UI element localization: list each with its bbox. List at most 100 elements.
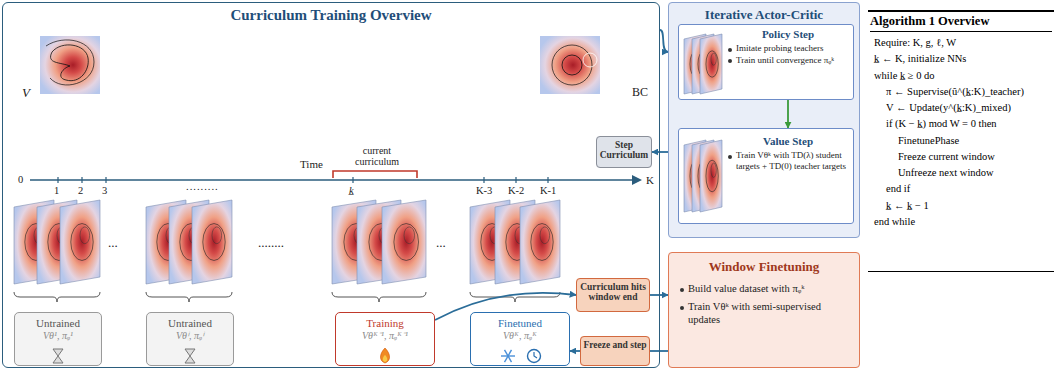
box-text: end if [870, 181, 1052, 197]
contour [706, 160, 718, 192]
time-axis [30, 179, 636, 181]
brace [146, 292, 232, 302]
heatmap-frame [520, 200, 560, 284]
status-box: UntrainedVθⁱ, πᵩⁱ [146, 312, 234, 366]
snowflake-icon [505, 350, 512, 362]
contour [552, 45, 592, 85]
box-text: end while [870, 214, 1052, 230]
box-text: Require: K, g, ℓ, W [870, 35, 1052, 51]
value-heatmap [40, 36, 100, 94]
bracket [333, 171, 417, 178]
node-fill [678, 128, 854, 224]
snowflake-icon [505, 350, 512, 362]
box-text: k̲ ← k̲ − 1 [870, 198, 1052, 214]
panel: Window FinetuningBuild value dataset wit… [668, 252, 860, 368]
axis-label: ......... [186, 181, 219, 193]
heatmap-frame [700, 140, 722, 212]
box-title: Training [338, 317, 432, 330]
box-title: Policy Step [727, 28, 849, 41]
bc-heatmap [540, 36, 600, 94]
box-title: Untrained [17, 317, 99, 330]
node-fill [668, 2, 860, 238]
contour [404, 227, 415, 244]
box-text: while k̲ ≥ 0 do [870, 68, 1052, 84]
box-text: Train until convergence πᵩᵏ [727, 55, 849, 66]
clock-icon [528, 350, 541, 363]
box-text: Unfreeze next window [870, 165, 1052, 181]
tick [515, 177, 516, 183]
axis-label: 0 [18, 174, 23, 186]
contour [711, 163, 716, 177]
tick [105, 177, 106, 183]
node-fill [470, 312, 570, 366]
box-title: Curriculum hits window end [579, 282, 647, 303]
step-box: Policy StepImitate probing teachersTrain… [678, 24, 854, 100]
heatmap-frame [60, 200, 100, 284]
contour [80, 227, 90, 244]
contour [531, 224, 553, 261]
status-box: UntrainedVθ¹, πᵩ¹ [14, 312, 102, 366]
box-text: FinetunePhase [870, 133, 1052, 149]
axis-label: 2 [78, 185, 83, 197]
tick [81, 177, 82, 183]
node-fill [596, 136, 652, 168]
contour [540, 227, 550, 244]
panel: Curriculum Training OverviewUntrainedVθ¹… [2, 2, 660, 368]
node-fill [678, 24, 854, 100]
connector [660, 30, 668, 52]
axis-label: 1 [54, 185, 59, 197]
contour [203, 224, 225, 261]
box-text: Train Vθᵏ with TD(λ) student targets + T… [727, 150, 849, 172]
box-title: Step Curriculum [599, 140, 649, 161]
axis-label: Time [300, 158, 323, 170]
connector [652, 151, 668, 153]
box-title: Curriculum Training Overview [3, 6, 659, 24]
box-text: Vθⁱ, πᵩⁱ [149, 330, 231, 342]
contour [706, 51, 718, 77]
hourglass-icon [53, 349, 63, 363]
contour [562, 55, 582, 75]
axis-label: k̲ [349, 185, 354, 197]
axis-label: V [22, 86, 30, 100]
connector [650, 350, 668, 352]
tick [352, 177, 353, 183]
panel: Iterative Actor-CriticPolicy StepImitate… [668, 2, 860, 238]
box-title: Finetuned [473, 317, 567, 330]
connector [787, 100, 789, 128]
contour [212, 227, 222, 244]
status-box: TrainingVθᴷ⁻¹, πᵩᴷ⁻¹ [335, 312, 435, 366]
axis-label: current curriculum [345, 145, 409, 167]
contour [71, 224, 93, 261]
clock-icon [534, 352, 537, 358]
connector [650, 294, 668, 296]
box-text: k̲ ← K, initialize NNs [870, 51, 1052, 67]
axis-label: ........ [258, 236, 284, 250]
hourglass-icon [185, 349, 195, 363]
box-title: Freeze and step [583, 340, 647, 350]
axis-label: K-3 [476, 185, 492, 197]
axis-label: K [646, 174, 654, 186]
axis-label: ... [108, 236, 118, 250]
axis-head [632, 175, 642, 185]
box-title: Untrained [149, 317, 231, 330]
contour [51, 45, 89, 81]
box-title: Algorithm 1 Overview [870, 14, 1052, 32]
algorithm-box: Algorithm 1 OverviewRequire: K, g, ℓ, Wk… [868, 10, 1054, 272]
status-box: FinetunedVθᴷ, πᵩᴷ [470, 312, 570, 366]
axis-label: ... [436, 236, 446, 250]
box-text: Freeze current window [870, 149, 1052, 165]
node-fill [668, 252, 860, 368]
box-title: Value Step [727, 135, 849, 148]
box-title: Window Finetuning [679, 259, 849, 275]
brace [332, 292, 426, 302]
axis-label: BC [632, 86, 648, 99]
contour [583, 53, 597, 67]
tick [483, 177, 484, 183]
step-box: Step Curriculum [596, 136, 652, 168]
heatmap-frame [700, 34, 722, 94]
connector [570, 350, 580, 352]
contour [394, 224, 419, 261]
tick [57, 177, 58, 183]
box-text: Imitate probing teachers [727, 43, 849, 54]
